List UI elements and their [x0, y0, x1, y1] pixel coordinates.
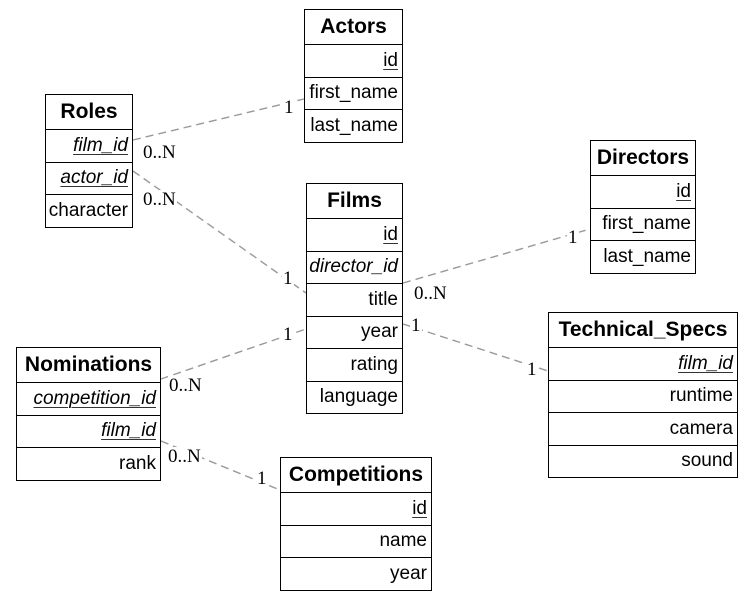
table-films-field-director_id: director_id [307, 252, 402, 284]
table-technical_specs-field-sound: sound [549, 446, 737, 478]
table-films-field-rating: rating [307, 349, 402, 382]
field-label: id [383, 223, 398, 245]
table-roles-title: Roles [46, 95, 132, 130]
table-actors-field-last_name: last_name [305, 110, 402, 142]
field-label: rank [119, 452, 156, 474]
field-label: title [368, 288, 398, 310]
cardinality-label-films-directors-far: 1 [567, 227, 579, 249]
table-nominations-field-competition_id: competition_id [17, 383, 160, 416]
field-label: film_id [678, 352, 733, 374]
table-directors-title: Directors [591, 141, 695, 176]
relationship-roles-films [132, 170, 307, 294]
field-label: id [676, 180, 691, 202]
table-nominations-field-film_id: film_id [17, 416, 160, 448]
cardinality-label-films-directors-near: 0..N [413, 283, 448, 305]
table-nominations-field-rank: rank [17, 448, 160, 480]
relationship-roles-actors [132, 98, 305, 141]
field-label: director_id [309, 256, 398, 278]
field-label: rating [350, 353, 398, 375]
table-directors-field-first_name: first_name [591, 209, 695, 241]
table-actors-field-id: id [305, 45, 402, 78]
table-technical_specs-title: Technical_Specs [549, 313, 737, 348]
table-films-field-language: language [307, 382, 402, 414]
table-roles-field-film_id: film_id [46, 130, 132, 163]
table-technical_specs-field-film_id: film_id [549, 348, 737, 381]
field-label: id [412, 497, 427, 519]
field-label: year [361, 321, 398, 343]
cardinality-label-nominations-films-far: 1 [282, 324, 294, 346]
table-actors-field-first_name: first_name [305, 78, 402, 110]
field-label: year [390, 562, 427, 584]
cardinality-label-films-technical_specs-near: 1 [410, 315, 422, 337]
table-roles-field-character: character [46, 195, 132, 227]
field-label: character [48, 199, 128, 221]
cardinality-label-films-technical_specs-far: 1 [526, 359, 538, 381]
field-label: last_name [310, 114, 398, 136]
field-label: last_name [603, 245, 691, 267]
field-label: language [319, 386, 398, 408]
table-technical_specs-field-runtime: runtime [549, 381, 737, 413]
table-competitions-title: Competitions [281, 458, 431, 493]
cardinality-label-nominations-films-near: 0..N [168, 375, 203, 397]
relationship-films-directors [402, 228, 591, 284]
field-label: camera [669, 417, 733, 439]
field-label: name [379, 530, 427, 552]
field-label: sound [681, 450, 733, 472]
table-competitions-field-year: year [281, 558, 431, 590]
field-label: runtime [669, 385, 733, 407]
table-actors: Actors id first_name last_name [304, 9, 403, 143]
table-roles-field-actor_id: actor_id [46, 163, 132, 195]
table-competitions: Competitions id name year [280, 457, 432, 591]
table-competitions-field-name: name [281, 526, 431, 558]
table-films-field-year: year [307, 317, 402, 349]
field-label: first_name [309, 82, 398, 104]
field-label: first_name [602, 213, 691, 235]
field-label: film_id [73, 134, 128, 156]
cardinality-label-roles-actors-far: 1 [283, 97, 295, 119]
table-films-field-title: title [307, 284, 402, 317]
field-label: competition_id [33, 387, 156, 409]
cardinality-label-roles-films-near: 0..N [142, 189, 177, 211]
cardinality-label-roles-actors-near: 0..N [142, 142, 177, 164]
table-technical_specs-field-camera: camera [549, 413, 737, 446]
cardinality-label-roles-films-far: 1 [282, 268, 294, 290]
cardinality-label-nominations-competitions-near: 0..N [167, 446, 202, 468]
table-nominations-title: Nominations [17, 348, 160, 383]
table-competitions-field-id: id [281, 493, 431, 526]
table-directors-field-last_name: last_name [591, 241, 695, 273]
table-films-field-id: id [307, 219, 402, 252]
table-directors-field-id: id [591, 176, 695, 209]
cardinality-label-nominations-competitions-far: 1 [256, 468, 268, 490]
field-label: film_id [101, 420, 156, 442]
table-actors-title: Actors [305, 10, 402, 45]
field-label: actor_id [60, 167, 128, 189]
field-label: id [383, 49, 398, 71]
table-directors: Directors id first_name last_name [590, 140, 696, 274]
table-roles: Roles film_id actor_id character [45, 94, 133, 228]
table-films-title: Films [307, 184, 402, 219]
